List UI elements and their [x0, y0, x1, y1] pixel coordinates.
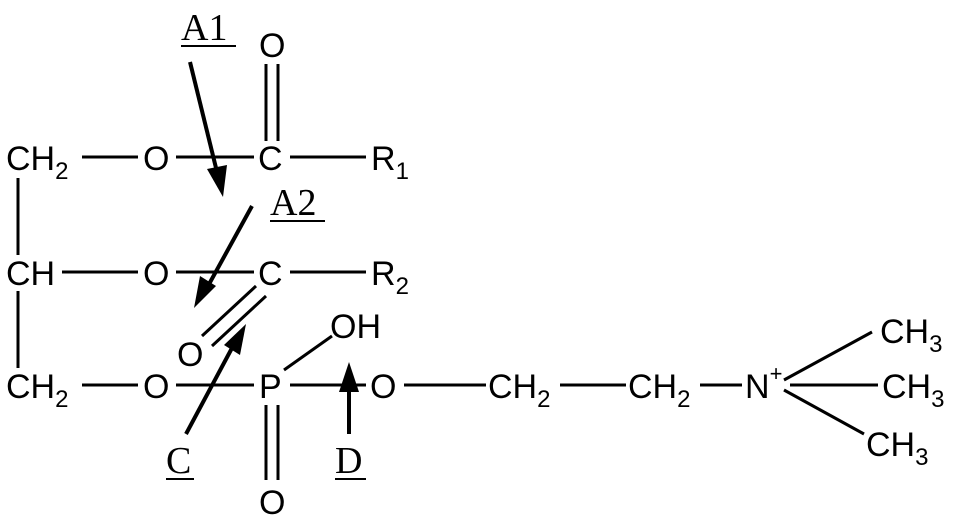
atom-oh: OH	[330, 308, 381, 346]
arrow-d-head	[339, 362, 359, 392]
atom-ch3-bot: CH3	[866, 426, 928, 471]
atom-c-top: C	[258, 140, 283, 178]
atom-r1: R1	[371, 140, 409, 185]
bond-c-o-double-mid-a	[200, 284, 258, 338]
arrow-c-head	[224, 324, 246, 355]
bonds	[16, 64, 878, 480]
label-c: C	[166, 440, 191, 482]
atom-p: P	[259, 368, 282, 406]
site-labels: A1 A2 C D	[166, 7, 366, 482]
arrow-a2-head	[194, 276, 216, 308]
bond-p-oh	[283, 334, 333, 372]
atom-o-p-bottom: O	[259, 484, 285, 522]
label-a1: A1	[181, 7, 227, 49]
atom-ch2-top: CH2	[6, 140, 68, 185]
atom-o-carbonyl-top: O	[259, 27, 285, 65]
atoms: CH2 O C O R1 CH O C R2 O CH2 O P OH O O …	[6, 27, 944, 522]
arrows	[184, 61, 359, 435]
atom-o-top: O	[143, 140, 169, 178]
atom-o-bot: O	[143, 368, 169, 406]
arrow-c-shaft	[184, 347, 234, 435]
atom-ch2-a: CH2	[488, 368, 550, 413]
atom-n: N+	[745, 361, 782, 406]
bond-n-ch3-bot	[783, 388, 865, 436]
atom-r2: R2	[371, 255, 409, 300]
atom-o-mid: O	[143, 255, 169, 293]
atom-ch3-mid: CH3	[882, 368, 944, 413]
bond-n-ch3-top	[783, 330, 873, 382]
bond-c-o-double-mid-b	[210, 294, 268, 348]
atom-o-right: O	[370, 368, 396, 406]
arrow-a1-head	[207, 165, 227, 197]
atom-ch2-bot: CH2	[6, 368, 68, 413]
atom-ch3-top: CH3	[880, 313, 942, 358]
arrow-a1-shaft	[188, 61, 219, 173]
atom-ch-mid: CH	[6, 255, 55, 293]
atom-o-carbonyl-mid: O	[177, 336, 203, 374]
atom-ch2-b: CH2	[628, 368, 690, 413]
atom-c-mid: C	[258, 255, 283, 293]
label-d: D	[335, 440, 362, 482]
arrow-a2-shaft	[206, 205, 254, 287]
label-a2: A2	[270, 182, 316, 224]
